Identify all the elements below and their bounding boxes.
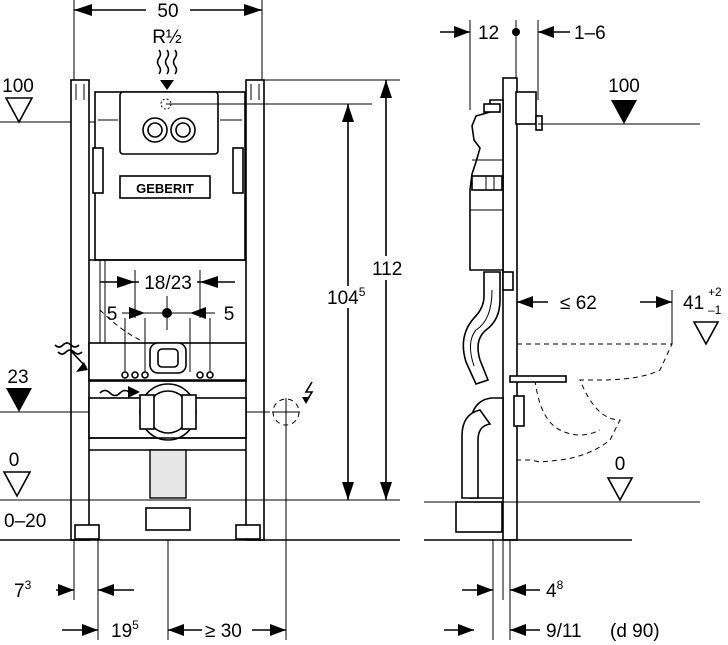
dim-height-112: 112 bbox=[262, 79, 402, 500]
supply-arrow-icon bbox=[54, 342, 88, 372]
label-offset-left: 5 bbox=[107, 304, 118, 325]
label-dim-19-5: 195 bbox=[111, 618, 139, 642]
label-level-100-right: 100 bbox=[608, 76, 640, 97]
label-floor-range: 0–20 bbox=[4, 511, 46, 532]
water-inlet-icon bbox=[156, 49, 178, 90]
dim-height-41: 41 +2 –1 bbox=[683, 285, 722, 346]
dim-depth-62: ≤ 62 bbox=[516, 290, 673, 344]
bottom-dimensions: 73 195 ≥ 30 bbox=[14, 426, 287, 642]
dim-top-side: 12 1–6 bbox=[440, 20, 606, 110]
frame-middle bbox=[88, 259, 247, 382]
label-height-112: 112 bbox=[372, 259, 402, 280]
label-tol-plus: +2 bbox=[708, 285, 722, 299]
label-dim-12: 12 bbox=[478, 23, 499, 44]
label-depth: ≤ 62 bbox=[560, 293, 597, 314]
level-marker-0-right: 0 bbox=[424, 454, 700, 541]
frame-posts bbox=[70, 79, 265, 541]
level-marker-100-right: 100 bbox=[538, 76, 700, 125]
label-dim-7-3: 73 bbox=[14, 578, 32, 602]
label-level-0-right: 0 bbox=[615, 454, 626, 475]
label-offset-right: 5 bbox=[224, 304, 235, 325]
label-dim-30: ≥ 30 bbox=[205, 621, 242, 642]
label-dim-4-8: 48 bbox=[546, 578, 564, 602]
level-marker-0-left: 0 0–20 bbox=[0, 450, 400, 541]
dim-offsets-5: 5 5 bbox=[107, 296, 235, 330]
toilet-bowl-outline bbox=[509, 343, 673, 463]
label-height-104: 1045 bbox=[327, 285, 366, 309]
dim-height-104-5: 1045 bbox=[326, 104, 370, 500]
brand-logo: GEBERIT bbox=[136, 181, 194, 196]
label-level-23: 23 bbox=[7, 367, 28, 388]
label-spacing: 18/23 bbox=[144, 273, 192, 294]
front-view: 50 R½ 100 bbox=[0, 0, 402, 642]
cistern: GEBERIT bbox=[92, 91, 372, 261]
label-tol-minus: –1 bbox=[708, 303, 722, 317]
side-drain-pipe bbox=[455, 271, 525, 533]
electrical-outlet-icon bbox=[272, 381, 314, 426]
label-dim-9-11: 9/11 bbox=[546, 621, 582, 642]
label-connection-r12: R½ bbox=[152, 27, 182, 48]
waste-pipe bbox=[88, 383, 247, 531]
label-dim-1-6: 1–6 bbox=[574, 23, 606, 44]
label-pipe-note: (d 90) bbox=[610, 621, 660, 642]
bottom-dimensions-side: 48 9/11 (d 90) bbox=[444, 540, 660, 642]
side-view: 12 1–6 100 bbox=[424, 20, 722, 642]
label-height-41: 41 bbox=[683, 293, 704, 314]
dim-width-50: 50 bbox=[73, 0, 263, 80]
label-level-100: 100 bbox=[2, 76, 34, 97]
label-level-0: 0 bbox=[9, 450, 20, 471]
label-width-50: 50 bbox=[157, 1, 178, 22]
